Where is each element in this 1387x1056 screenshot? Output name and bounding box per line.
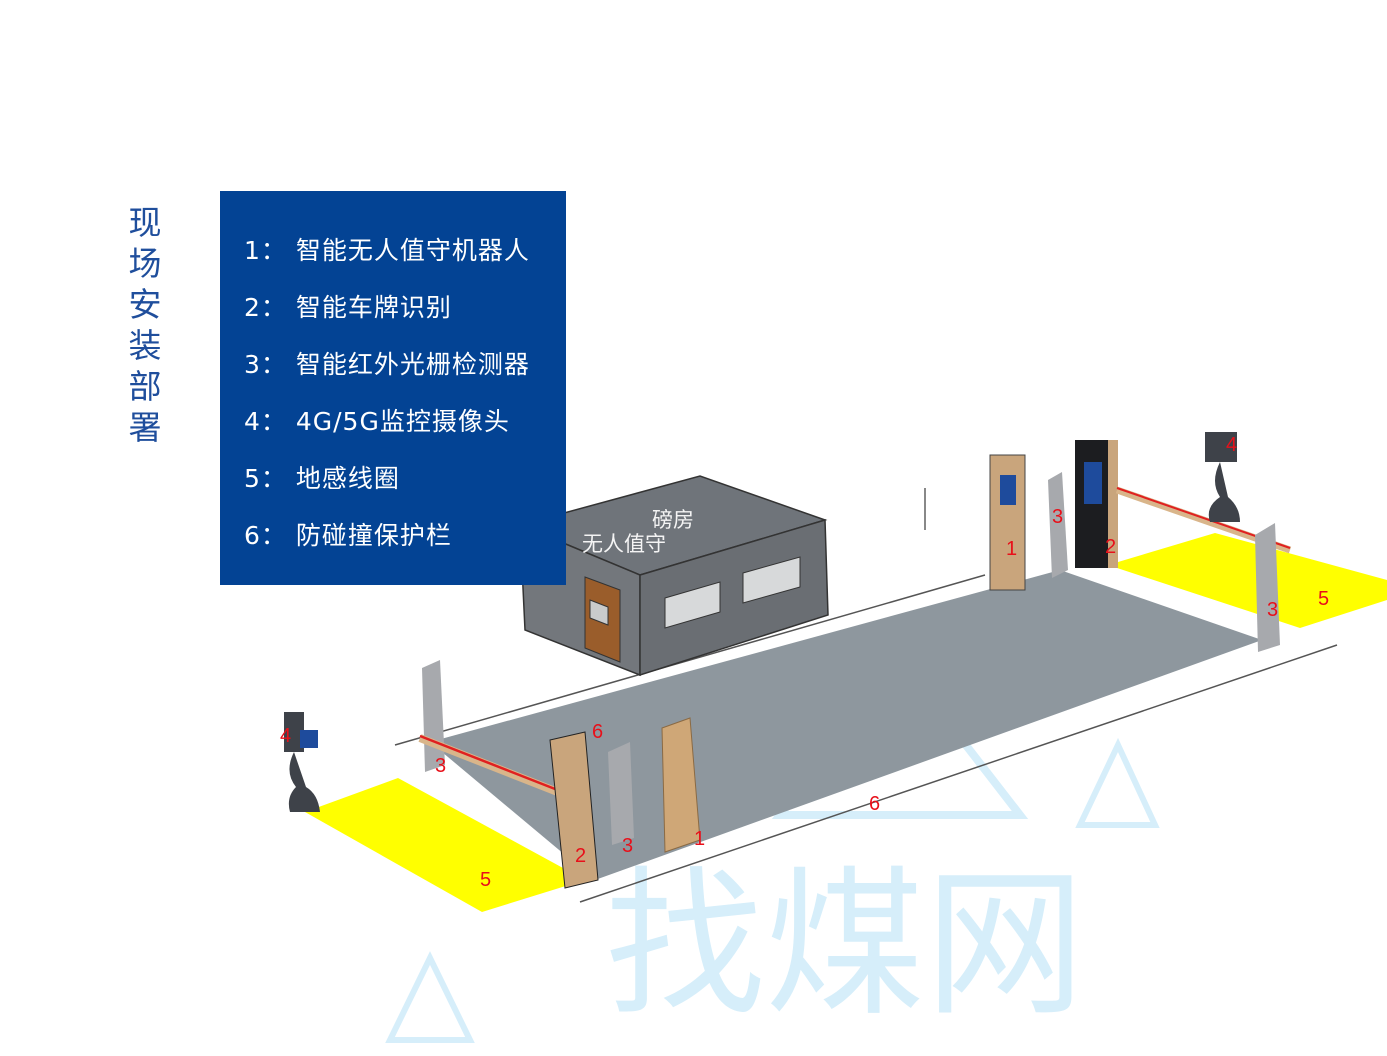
svg-text:2: 2 [1105,536,1116,558]
title-char: 安 [128,285,162,324]
svg-text:4: 4 [280,725,291,747]
svg-text:1: 1 [694,828,705,850]
svg-text:1: 1 [1006,538,1017,560]
road-line [394,574,986,746]
grating-detector [1255,523,1280,652]
legend-item: 6： 防碰撞保护栏 [244,521,452,550]
title-char: 部 [128,367,162,406]
road-line [579,644,1338,903]
svg-text:3: 3 [435,755,446,777]
svg-text:3: 3 [1052,506,1063,528]
legend-item: 4： 4G/5G监控摄像头 [244,407,510,436]
legend-item: 3： 智能红外光栅检测器 [244,350,530,379]
title-char: 现 [128,203,162,242]
house-subtitle: 无人值守 [582,532,666,556]
ground-loop-left [305,778,585,912]
number-labels: 1 1 2 2 3 3 3 3 4 4 5 5 6 6 [280,434,1329,891]
svg-text:6: 6 [869,793,880,815]
svg-text:3: 3 [1267,599,1278,621]
grating-detector [1048,472,1068,578]
title-char: 署 [128,408,162,447]
camera-near [284,712,304,752]
weighbridge-platform [430,570,1262,880]
camera-far [1205,432,1237,462]
svg-text:5: 5 [1318,588,1329,610]
weighing-house: 磅房 无人值守 [517,475,829,677]
plate-recognition-near [549,731,599,889]
section-title-vertical: 现 场 安 装 部 署 [124,202,166,448]
svg-text:4: 4 [1226,434,1237,456]
ground-loop-right [1108,533,1387,628]
house-name: 磅房 [652,508,694,532]
legend-box: 1： 智能无人值守机器人 2： 智能车牌识别 3： 智能红外光栅检测器 4： 4… [220,191,566,585]
legend-item: 5： 地感线圈 [244,464,400,493]
svg-text:2: 2 [575,845,586,867]
watermark-text: 找煤网 [605,851,1085,1038]
legend-item: 1： 智能无人值守机器人 [244,236,530,265]
barrier-arm [418,734,580,804]
svg-text:3: 3 [622,835,633,857]
window [664,581,721,629]
title-char: 装 [128,326,162,365]
svg-text:6: 6 [592,721,603,743]
svg-text:5: 5 [480,869,491,891]
title-char: 场 [128,244,162,283]
grating-detector [608,742,634,845]
legend-item: 2： 智能车牌识别 [244,293,452,322]
window [742,556,801,604]
robot-kiosk-near [661,717,701,853]
